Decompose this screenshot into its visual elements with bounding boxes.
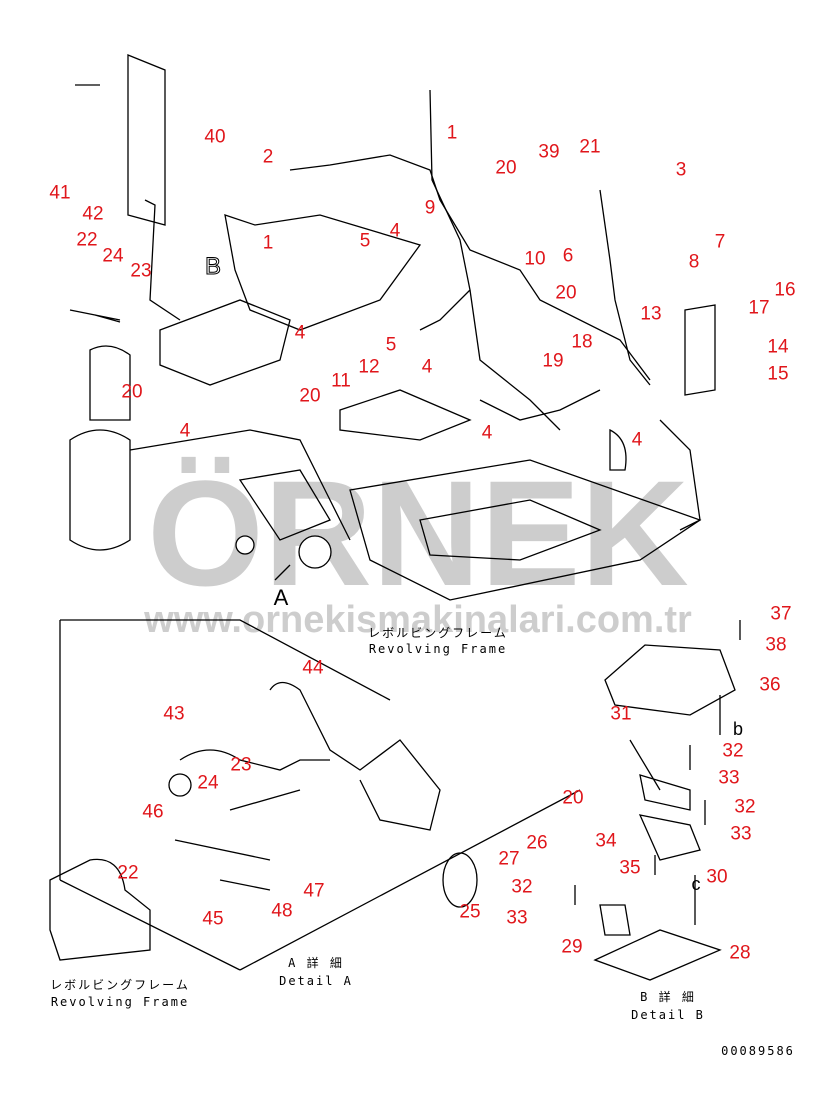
callout-number: 42 (82, 204, 103, 225)
callout-number: 1 (447, 123, 458, 144)
callout-number: 26 (526, 833, 547, 854)
callout-number: 4 (180, 421, 191, 442)
callout-number: 34 (595, 831, 617, 852)
callout-number: 32 (734, 797, 755, 818)
frame-label-jp-2: レボルビングフレーム (50, 978, 190, 992)
callout-number: 5 (386, 335, 397, 356)
callout-number: 8 (689, 252, 700, 273)
callout-number: 46 (142, 802, 163, 823)
frame-label-en-2: Revolving Frame (51, 995, 189, 1009)
callout-number: 14 (767, 337, 789, 358)
callout-number: 27 (498, 849, 519, 870)
watermark: ÖRNEK (147, 449, 689, 617)
view-letter-b: B (205, 253, 221, 280)
callout-number: 22 (117, 863, 138, 884)
callout-number: 28 (729, 943, 750, 964)
callout-number: 41 (49, 183, 70, 204)
frame-label-jp: レボルビングフレーム (368, 626, 508, 640)
callout-number: 21 (579, 137, 600, 158)
callout-number: 23 (130, 261, 151, 282)
callout-number: 16 (774, 280, 795, 301)
callout-number: 44 (302, 658, 324, 679)
callout-number: 22 (76, 230, 97, 251)
callout-number: 32 (511, 877, 532, 898)
detail-b-en: Detail B (631, 1008, 705, 1022)
callout-number: 33 (506, 908, 527, 929)
callout-number: 4 (632, 430, 643, 451)
callout-number: 12 (358, 357, 379, 378)
callout-number: 36 (759, 675, 780, 696)
callout-number: 33 (730, 824, 751, 845)
callout-number: 45 (202, 909, 223, 930)
callout-number: 29 (561, 937, 582, 958)
arrow-letter-c: c (692, 874, 701, 894)
frame-label-en: Revolving Frame (369, 642, 507, 656)
callout-number: 39 (538, 142, 559, 163)
callout-number: 32 (722, 741, 743, 762)
callout-number: 3 (676, 160, 687, 181)
callout-number: 35 (619, 858, 640, 879)
callout-number: 20 (121, 382, 142, 403)
callout-number: 30 (706, 867, 727, 888)
callout-number: 23 (230, 755, 251, 776)
callout-number: 40 (204, 127, 225, 148)
view-letter-a: A (274, 585, 289, 610)
arrow-letter-b: b (733, 719, 743, 739)
drawing-number: 00089586 (721, 1044, 795, 1058)
callout-number: 7 (715, 232, 726, 253)
callout-number: 6 (563, 246, 574, 267)
callout-number: 18 (571, 332, 592, 353)
upper-assembly-drawing (69, 54, 716, 601)
callout-number: 38 (765, 635, 786, 656)
callout-number: 24 (197, 773, 219, 794)
callout-number: 15 (767, 364, 788, 385)
callout-number: 4 (422, 357, 433, 378)
callout-number: 24 (102, 246, 124, 267)
callout-number: 20 (495, 158, 516, 179)
detail-a-jp: A 詳 細 (288, 955, 344, 970)
callout-number: 43 (163, 704, 184, 725)
callout-number: 31 (610, 704, 631, 725)
callout-number: 2 (263, 147, 274, 168)
detail-b-jp: B 詳 細 (640, 989, 696, 1004)
callout-number: 17 (748, 298, 769, 319)
callout-number: 37 (770, 604, 791, 625)
callout-number: 33 (718, 768, 739, 789)
callout-number: 1 (263, 233, 274, 254)
callout-number: 25 (459, 902, 480, 923)
callout-number: 10 (524, 249, 545, 270)
callout-number: 11 (331, 371, 351, 392)
callout-number: 9 (425, 198, 436, 219)
callout-number: 5 (360, 231, 371, 252)
detail-a-drawing (49, 619, 581, 971)
detail-b-drawing (574, 620, 741, 981)
callout-number: 20 (555, 283, 576, 304)
callout-number: 4 (295, 323, 306, 344)
detail-a-en: Detail A (279, 974, 353, 988)
callout-number: 48 (271, 901, 292, 922)
callout-number: 47 (303, 881, 324, 902)
callout-number: 20 (299, 386, 320, 407)
callout-number: 20 (562, 788, 583, 809)
callout-number: 13 (640, 304, 661, 325)
callout-number: 4 (390, 221, 401, 242)
callout-number: 4 (482, 423, 493, 444)
callout-number: 19 (542, 351, 563, 372)
